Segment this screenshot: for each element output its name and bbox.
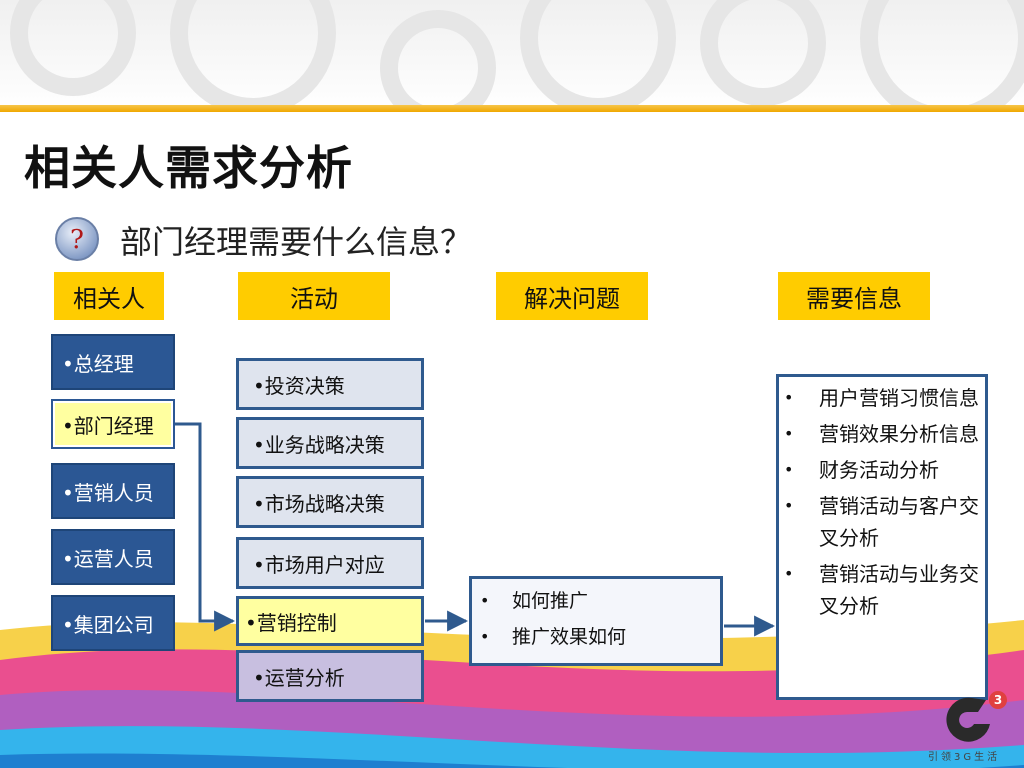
bullet: • (480, 627, 490, 646)
brand-logo-icon: 3 (946, 691, 1007, 742)
info-needed-box: • 用户营销习惯信息 • 营销效果分析信息 • 财务活动分析 • 营销活动与客户… (776, 374, 988, 700)
problem-text: 如何推广 (512, 590, 589, 612)
bullet: • (784, 424, 794, 443)
bullet: • (784, 460, 794, 479)
problems-box: • 如何推广 • 推广效果如何 (469, 576, 723, 666)
info-text: 营销效果分析信息 (819, 422, 979, 446)
activity-box[interactable]: •市场战略决策 (236, 476, 424, 528)
bullet: • (480, 591, 490, 610)
brand-slogan: 引领3G生活 (928, 752, 1001, 763)
info-item: • 营销活动与客户交叉分析 (779, 490, 985, 554)
bullet: • (784, 564, 794, 583)
activity-box-selected[interactable]: •营销控制 (236, 596, 424, 646)
stakeholder-box[interactable]: •集团公司 (51, 595, 175, 651)
activity-box[interactable]: •市场用户对应 (236, 537, 424, 589)
activity-box[interactable]: •运营分析 (236, 650, 424, 702)
question-icon: ? (55, 217, 99, 261)
header-activities: 活动 (238, 272, 390, 320)
svg-text:3: 3 (994, 693, 1002, 707)
problem-item: • 推广效果如何 (472, 619, 720, 655)
bullet: • (784, 496, 794, 515)
info-item: • 营销活动与业务交叉分析 (779, 558, 985, 622)
stakeholder-box[interactable]: •运营人员 (51, 529, 175, 585)
header-stakeholders: 相关人 (54, 272, 164, 320)
stakeholder-box[interactable]: •总经理 (51, 334, 175, 390)
header-background (0, 0, 1024, 108)
stakeholder-box-selected[interactable]: •部门经理 (51, 399, 175, 449)
header-problems: 解决问题 (496, 272, 648, 320)
info-item: • 用户营销习惯信息 (779, 382, 985, 414)
activity-box[interactable]: •业务战略决策 (236, 417, 424, 469)
header-info-needed: 需要信息 (778, 272, 930, 320)
info-text: 营销活动与客户交叉分析 (819, 494, 979, 550)
info-text: 营销活动与业务交叉分析 (819, 562, 979, 618)
info-text: 用户营销习惯信息 (819, 386, 979, 410)
info-item: • 营销效果分析信息 (779, 418, 985, 450)
info-text: 财务活动分析 (819, 458, 939, 482)
slide-title: 相关人需求分析 (24, 141, 353, 195)
stakeholder-box[interactable]: •营销人员 (51, 463, 175, 519)
problem-item: • 如何推广 (472, 583, 720, 619)
info-item: • 财务活动分析 (779, 454, 985, 486)
svg-text:?: ? (70, 225, 84, 255)
activity-box[interactable]: •投资决策 (236, 358, 424, 410)
header-divider (0, 105, 1024, 112)
bullet: • (784, 388, 794, 407)
slide-subtitle: 部门经理需要什么信息？ (120, 223, 473, 261)
problem-text: 推广效果如何 (512, 626, 627, 648)
